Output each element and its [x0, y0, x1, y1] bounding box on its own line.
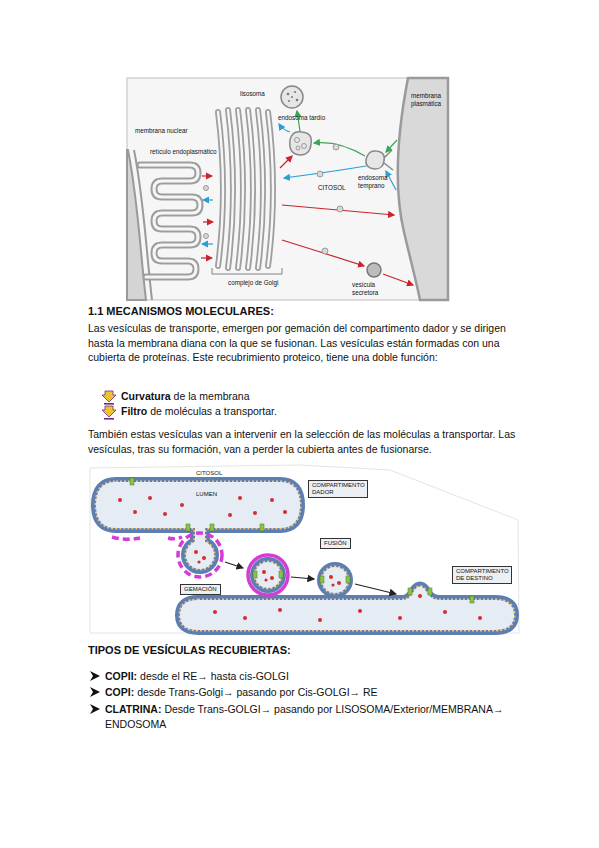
golgi-stack	[218, 110, 273, 268]
part-label: endosoma tardío	[278, 114, 325, 121]
golgi-bracket	[212, 268, 282, 274]
box-text: COMPARTIMENTO DADOR	[312, 482, 364, 496]
membrane-heads	[96, 482, 514, 630]
text-block: endosoma temprano	[358, 174, 390, 189]
text-block: endosoma tardío	[278, 114, 325, 122]
late-endosome-vesicles	[295, 138, 307, 151]
bullet-line: COPI:desde Trans-Golgi→ pasando por Cis-…	[105, 685, 525, 700]
bullet-text: de moléculas a transportar.	[150, 405, 277, 417]
part-label: complejo de Golgi	[228, 279, 278, 286]
lysosome-content	[287, 91, 299, 102]
figure-frame	[127, 78, 448, 300]
protein-coat	[112, 533, 288, 595]
late-endosome	[290, 132, 312, 155]
secretory-vesicle	[367, 263, 381, 277]
box-text: GEMACIÓN	[184, 586, 217, 593]
text-block: CITOSOL	[318, 184, 346, 192]
plasma-membrane	[398, 78, 448, 300]
region-label: CITOSOL	[318, 184, 346, 191]
bold-term: CLATRINA:	[105, 703, 161, 715]
text-block: LUMEN	[196, 491, 217, 498]
cargo-receptors	[130, 478, 474, 603]
bullet-text: Desde Trans-GOLGI→ pasando por LISOSOMA/…	[105, 703, 503, 730]
text-block: lisosoma	[240, 90, 265, 98]
small-vesicles	[204, 144, 344, 254]
part-label: retículo endoplasmático	[150, 148, 217, 155]
paragraph: También estas vesículas van a intervenir…	[88, 428, 515, 455]
bold-term: Filtro	[121, 405, 147, 417]
paragraph: Las vesículas de transporte, emergen por…	[88, 322, 506, 363]
bullet-line: CLATRINA:Desde Trans-GOLGI→ pasando por …	[105, 702, 517, 731]
section-heading: 1.1 MECANISMOS MOLECULARES:	[88, 305, 274, 317]
text-block: Las vesículas de transporte, emergen por…	[88, 321, 528, 365]
figure-outline	[90, 465, 519, 633]
box-text: FUSIÓN	[324, 540, 347, 547]
label-box: COMPARTIMENTO DE DESTINO	[452, 566, 512, 584]
transport-arrows	[201, 111, 413, 285]
text-block: También estas vesículas van a intervenir…	[88, 427, 528, 456]
cargo-molecules	[118, 496, 482, 622]
part-label: membrana plasmática	[411, 92, 441, 107]
label-box: GEMACIÓN	[180, 584, 221, 595]
region-label: LUMEN	[196, 491, 217, 497]
bullet-text: desde el RE→ hasta cis-GOLGI	[140, 670, 289, 682]
bold-term: COPI:	[105, 686, 134, 698]
lumen	[96, 482, 514, 630]
bullet-text: de la membrana	[174, 390, 250, 402]
membrane-outer	[96, 482, 514, 630]
bullet-line: COPII:desde el RE→ hasta cis-GOLGI	[105, 669, 525, 684]
box-text: COMPARTIMENTO DE DESTINO	[456, 568, 508, 582]
heading-block: 1.1 MECANISMOS MOLECULARES:	[88, 305, 274, 317]
bullet-line: Filtrode moléculas a transportar.	[121, 404, 521, 419]
region-label: CITOSOL	[196, 470, 222, 476]
text-block: complejo de Golgi	[228, 279, 278, 287]
early-endosome	[366, 150, 393, 170]
text-block: TIPOS DE VESÍCULAS RECUBIERTAS:	[88, 644, 291, 657]
bullet-icon	[90, 671, 100, 714]
lysosome	[281, 86, 303, 108]
text-block: retículo endoplasmático	[150, 148, 217, 156]
part-label: membrana nuclear	[135, 127, 188, 134]
bullet-icon	[102, 406, 116, 420]
label-box: COMPARTIMENTO DADOR	[308, 480, 368, 498]
endoplasmic-reticulum	[140, 165, 200, 277]
bullet-line: Curvaturade la membrana	[121, 389, 521, 404]
section-heading: TIPOS DE VESÍCULAS RECUBIERTAS:	[88, 644, 291, 656]
bullet-text: desde Trans-Golgi→ pasando por Cis-GOLGI…	[137, 686, 377, 698]
part-label: endosoma temprano	[358, 174, 387, 189]
label-box: FUSIÓN	[320, 538, 351, 549]
text-block: membrana nuclear	[135, 127, 188, 135]
text-block: membrana plasmática	[411, 92, 446, 107]
part-label: lisosoma	[240, 90, 265, 97]
text-block: CITOSOL	[196, 470, 222, 477]
text-block: vesícula secretora	[352, 281, 386, 296]
bold-term: COPII:	[105, 670, 137, 682]
part-label: vesícula secretora	[352, 281, 378, 296]
process-arrows	[225, 562, 396, 594]
bold-term: Curvatura	[121, 390, 171, 402]
bullet-icon	[102, 391, 116, 405]
